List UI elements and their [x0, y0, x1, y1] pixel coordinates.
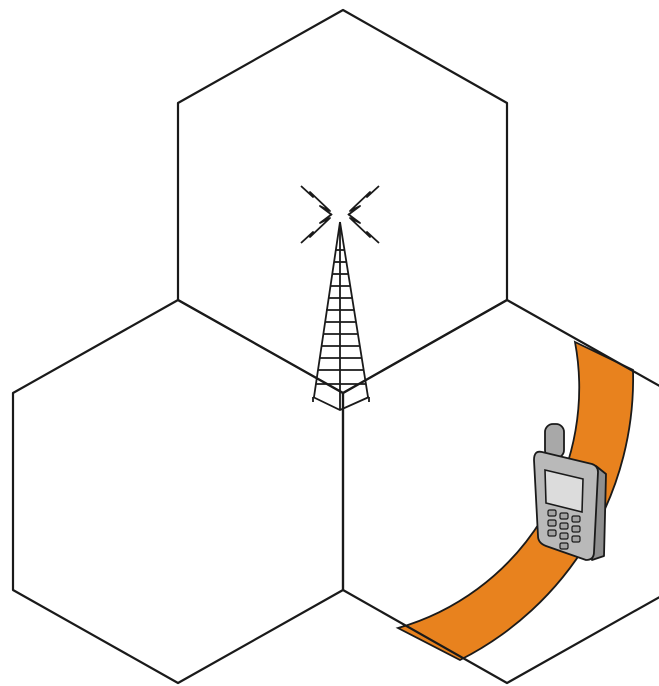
- cell-left: [13, 300, 343, 683]
- cell-top: [178, 10, 507, 393]
